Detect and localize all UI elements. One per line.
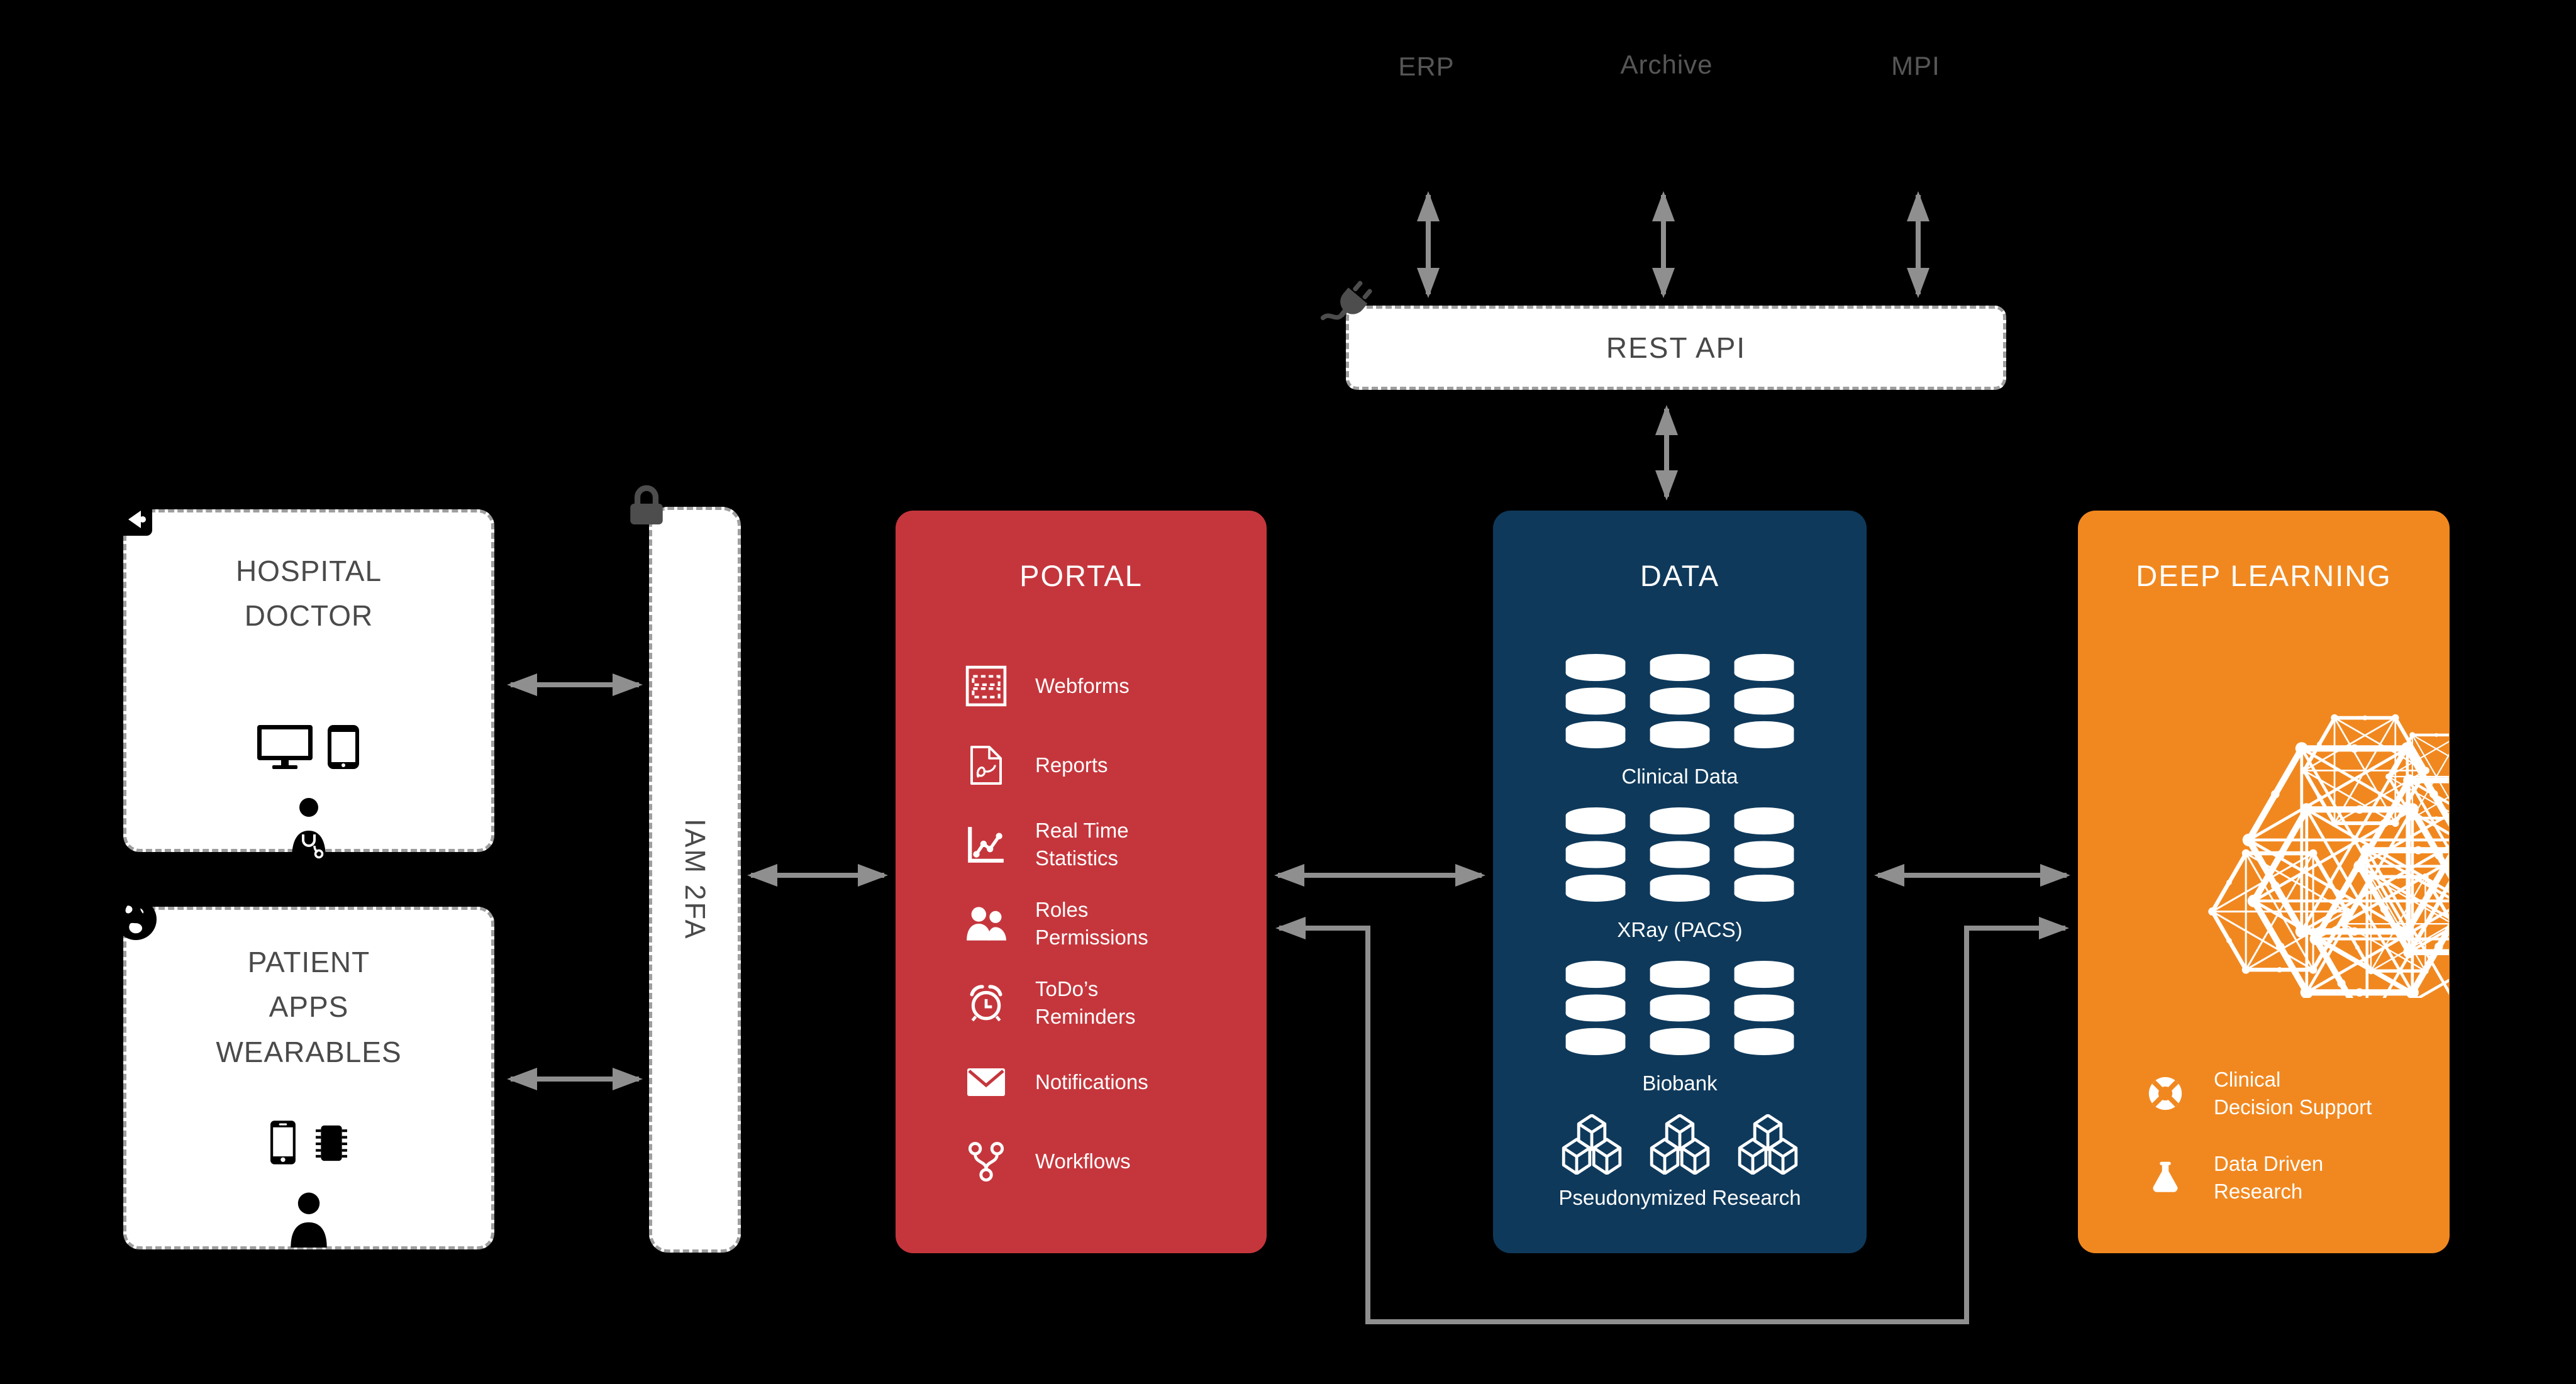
data-group-xray-pacs: XRay (PACS) — [1561, 807, 1799, 942]
data-group-label: Clinical Data — [1621, 765, 1738, 788]
hospital-corner-icon — [118, 503, 152, 536]
lock-icon — [630, 485, 663, 524]
data-group-pseudonymized-research: Pseudonymized Research — [1558, 1114, 1801, 1210]
portal-item-realtime-statistics: Real Time Statistics — [963, 805, 1254, 884]
portal-item-webforms: Webforms — [963, 646, 1254, 726]
portal-item-reports: Reports — [963, 726, 1254, 805]
data-group-label: Pseudonymized Research — [1558, 1186, 1801, 1209]
plug-icon — [1321, 280, 1372, 321]
data-group-clinical-data: Clinical Data — [1561, 654, 1799, 789]
database-icon — [1729, 961, 1799, 1055]
rest-api-box: REST API — [1346, 306, 2006, 390]
portal-item-label: Real Time Statistics — [1035, 819, 1129, 870]
database-icon — [1561, 654, 1630, 748]
portal-item-roles-permissions: Roles Permissions — [963, 884, 1254, 963]
person-icon — [291, 1192, 327, 1248]
database-icon — [1561, 961, 1630, 1055]
database-icon — [1729, 807, 1799, 902]
deep-learning-panel: DEEP LEARNING Clinical Decision Support … — [2078, 511, 2450, 1253]
portal-panel: PORTAL Webforms Reports — [896, 511, 1267, 1253]
database-icon — [1561, 807, 1630, 902]
patient-apps-box: PATIENT APPS WEARABLES — [123, 907, 494, 1249]
patient-apps-title: PATIENT APPS WEARABLES — [216, 946, 402, 1068]
envelope-icon — [967, 1068, 1005, 1096]
data-group-label: XRay (PACS) — [1617, 918, 1743, 941]
database-icon — [1645, 961, 1714, 1055]
database-icon — [1645, 654, 1714, 748]
iam-2fa-label: IAM 2FA — [679, 819, 711, 941]
lifebuoy-icon — [2148, 1077, 2182, 1110]
label-archive: Archive — [1620, 50, 1713, 79]
iam-2fa-bar: IAM 2FA — [649, 507, 741, 1253]
data-title: DATA — [1640, 559, 1720, 592]
portal-item-label: ToDo’s Reminders — [1035, 977, 1136, 1028]
label-erp: ERP — [1398, 52, 1455, 81]
hospital-doctor-box: HOSPITAL DOCTOR — [123, 509, 494, 859]
hospital-doctor-title: HOSPITAL DOCTOR — [235, 555, 382, 633]
portal-title: PORTAL — [1019, 559, 1143, 592]
hexagon-network-graphic — [2207, 713, 2449, 998]
portal-item-label: Webforms — [1035, 674, 1130, 698]
alarm-clock-icon — [970, 985, 1002, 1022]
dl-item-label: Clinical Decision Support — [2214, 1068, 2372, 1119]
webforms-icon — [965, 665, 1007, 707]
roles-permissions-icon — [967, 907, 1006, 941]
portal-item-label: Workflows — [1035, 1149, 1131, 1173]
data-group-label: Biobank — [1642, 1071, 1718, 1095]
label-mpi: MPI — [1891, 51, 1940, 80]
wearable-chip-icon — [316, 1125, 347, 1161]
monitor-icon — [257, 725, 313, 769]
dl-item-label: Data Driven Research — [2214, 1152, 2324, 1203]
cubes-icon — [1558, 1114, 1625, 1175]
cubes-icon — [1646, 1114, 1713, 1175]
data-group-biobank: Biobank — [1561, 961, 1799, 1095]
portal-item-notifications: Notifications — [963, 1043, 1254, 1122]
portal-item-todos-reminders: ToDo’s Reminders — [963, 963, 1254, 1043]
portal-item-label: Roles Permissions — [1035, 898, 1148, 949]
data-panel: DATA Clinical Data XRay (PACS) — [1493, 511, 1867, 1253]
smartphone-icon — [270, 1121, 296, 1165]
workflow-branch-icon — [968, 1142, 1004, 1182]
tablet-icon — [328, 725, 359, 769]
globe-corner-icon — [115, 899, 157, 940]
database-icon — [1645, 807, 1714, 902]
doctor-icon — [292, 798, 326, 859]
portal-item-workflows: Workflows — [963, 1122, 1254, 1201]
flask-icon — [2153, 1161, 2178, 1192]
dl-item-data-driven-research: Data Driven Research — [2143, 1143, 2323, 1212]
deep-learning-title: DEEP LEARNING — [2136, 559, 2392, 592]
dl-item-clinical-decision-support: Clinical Decision Support — [2143, 1059, 2372, 1128]
pdf-report-icon — [970, 746, 1002, 785]
database-icon — [1729, 654, 1799, 748]
rest-api-label: REST API — [1606, 331, 1746, 364]
realtime-stats-icon — [968, 827, 1004, 863]
portal-item-label: Notifications — [1035, 1070, 1148, 1094]
cubes-icon — [1735, 1114, 1801, 1175]
portal-item-label: Reports — [1035, 753, 1108, 777]
